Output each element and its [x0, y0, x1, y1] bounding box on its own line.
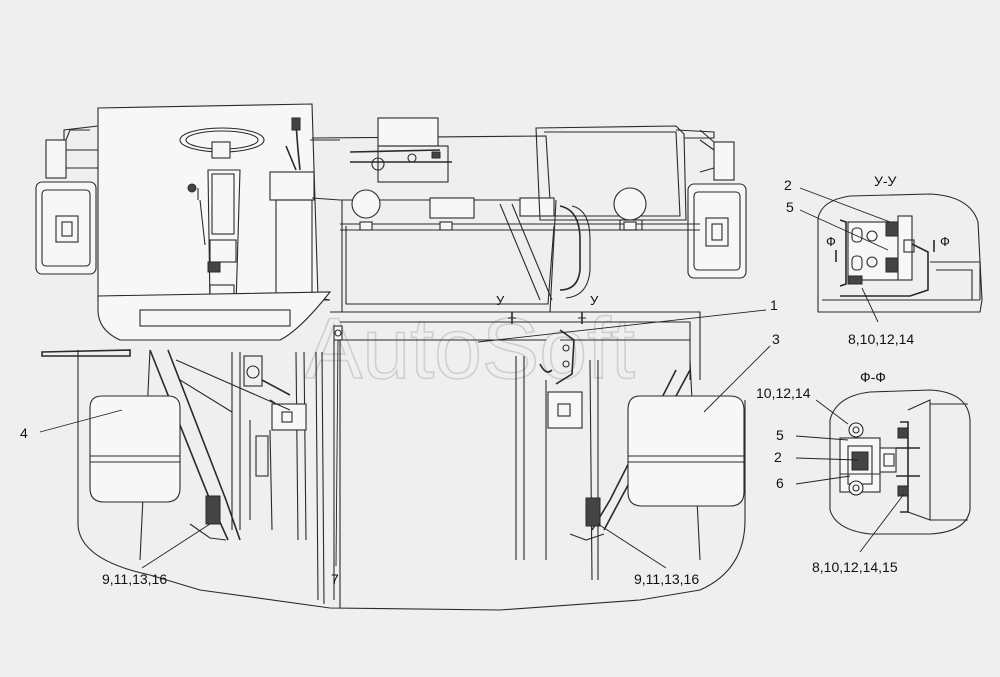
leader-7	[335, 339, 339, 567]
section-f-f-outline	[829, 389, 971, 535]
uu-callout-5: 5	[786, 199, 794, 215]
cut-mark-right: У	[590, 293, 599, 308]
main-callouts: 1 3 4 7 9,11,13,16 9,11,13,16	[20, 297, 780, 587]
machine-body-outline	[77, 350, 746, 611]
uu-callout-bottom: 8,10,12,14	[848, 331, 914, 347]
section-f-f-title: Ф-Ф	[860, 369, 886, 385]
section-u-u-title: У-У	[874, 173, 897, 189]
ff-callout-6: 6	[776, 475, 784, 491]
leader-1	[477, 309, 767, 343]
leader-right-bottom	[597, 523, 667, 569]
ff-callout-2: 2	[774, 449, 782, 465]
callout-right-bottom: 9,11,13,16	[634, 571, 699, 587]
callout-left-bottom: 9,11,13,16	[102, 571, 167, 587]
left-mirror	[35, 129, 100, 275]
section-u-cut-right: Ф	[940, 234, 950, 249]
leader-4	[39, 409, 123, 433]
cut-mark-left: У	[496, 293, 505, 308]
operator-cab	[41, 103, 340, 357]
leader-left-bottom	[141, 523, 211, 569]
right-mirror	[687, 129, 747, 279]
left-tank	[89, 395, 227, 541]
section-u-u: У-У Ф Ф 2 5 8,10,12,14	[784, 173, 983, 347]
center-cab	[311, 117, 700, 313]
ff-callout-5: 5	[776, 427, 784, 443]
callout-3: 3	[772, 331, 780, 347]
ff-callout-top: 10,12,14	[756, 385, 811, 401]
section-u-u-outline	[817, 193, 983, 313]
section-u-cut-left: Ф	[826, 234, 836, 249]
central-frame	[149, 311, 701, 608]
main-view: У У	[35, 103, 747, 611]
callout-7: 7	[331, 571, 339, 587]
watermark: AutoSoft	[305, 301, 635, 397]
ff-callout-bottom: 8,10,12,14,15	[812, 559, 898, 575]
callout-4: 4	[20, 425, 28, 441]
right-tank	[569, 395, 745, 541]
leader-3	[703, 345, 771, 413]
section-cut-u: У У	[496, 293, 599, 324]
section-f-f: Ф-Ф 10,12,14 5 2 6 8,10,12,14,15	[756, 369, 971, 575]
right-frame	[535, 125, 715, 299]
uu-callout-2: 2	[784, 177, 792, 193]
callout-1: 1	[770, 297, 778, 313]
